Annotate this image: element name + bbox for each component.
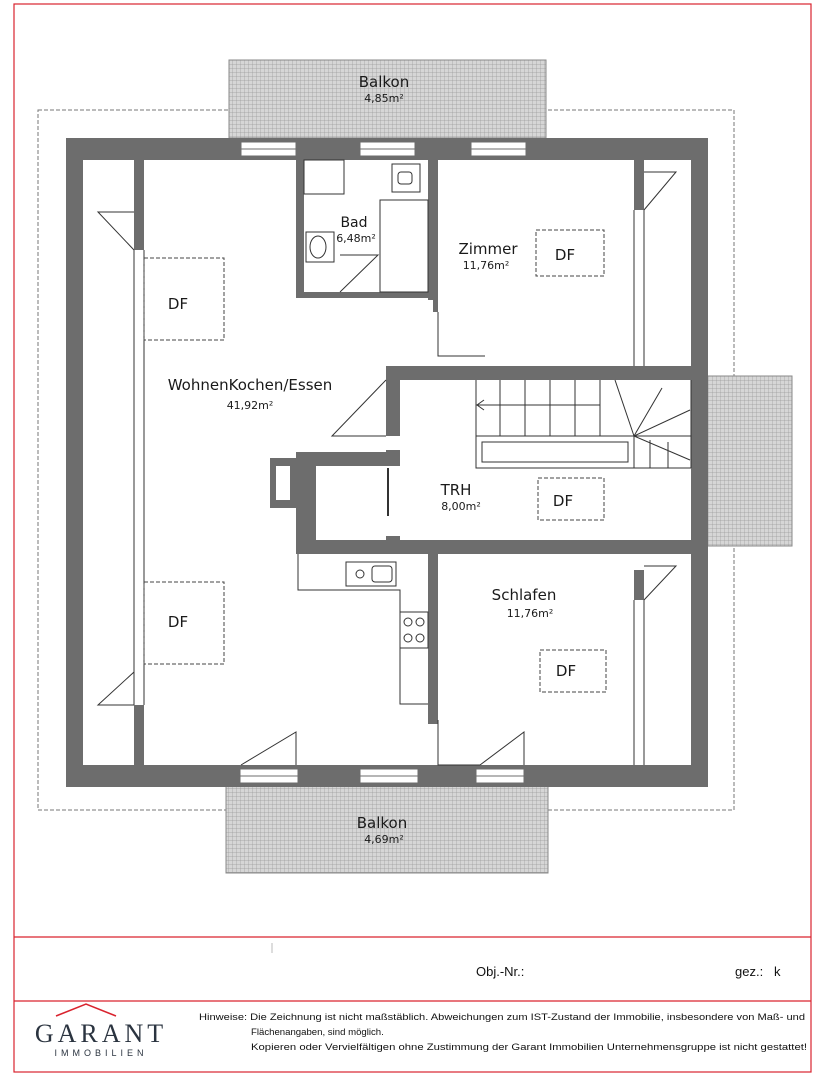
bad-name: Bad (340, 215, 367, 231)
balcony-top (228, 59, 547, 139)
balkon-top-area: 4,85m² (364, 92, 404, 105)
logo-name: GARANT (35, 1019, 167, 1048)
bad-area: 6,48m² (336, 232, 376, 245)
wohnen-area: 41,92m² (227, 399, 274, 412)
gez-label: gez.: (735, 964, 763, 979)
staircase (475, 379, 692, 469)
schlafen-area: 11,76m² (507, 607, 554, 620)
obj-nr-label: Obj.-Nr.: (476, 964, 524, 979)
drawing-frame (13, 3, 812, 1073)
df-label-trh: DF (553, 492, 573, 510)
balkon-bottom-area: 4,69m² (364, 833, 404, 846)
zimmer-area: 11,76m² (463, 259, 510, 272)
interior-walls (134, 160, 708, 765)
notice-line-3: Kopieren oder Vervielfältigen ohne Zusti… (251, 1042, 807, 1053)
logo-tagline: IMMOBILIEN (54, 1048, 147, 1058)
df-boxes (143, 229, 607, 693)
gez-value: k (774, 964, 781, 979)
df-label-schlafen: DF (556, 662, 576, 680)
staircase-balcony-right (699, 375, 793, 547)
bathroom-fixtures (303, 159, 429, 293)
notice-line-1: Hinweise: Die Zeichnung ist nicht maßstä… (199, 1012, 805, 1023)
notice-line-2: Flächenangaben, sind möglich. (251, 1027, 384, 1038)
wohnen-name: WohnenKochen/Essen (168, 376, 333, 394)
trh-name: TRH (440, 481, 472, 499)
df-label-zimmer: DF (555, 246, 575, 264)
balkon-top-name: Balkon (359, 73, 410, 91)
df-label-wohnen-top: DF (168, 295, 188, 313)
chimney (276, 466, 290, 500)
doors (96, 171, 678, 766)
df-label-wohnen-bottom: DF (168, 613, 188, 631)
zimmer-name: Zimmer (458, 240, 518, 258)
garant-logo: GARANT IMMOBILIEN (35, 1003, 167, 1058)
schlafen-name: Schlafen (492, 586, 557, 604)
balkon-bottom-name: Balkon (357, 814, 408, 832)
kitchen (297, 554, 429, 705)
trh-area: 8,00m² (441, 500, 481, 513)
windows (239, 141, 527, 784)
